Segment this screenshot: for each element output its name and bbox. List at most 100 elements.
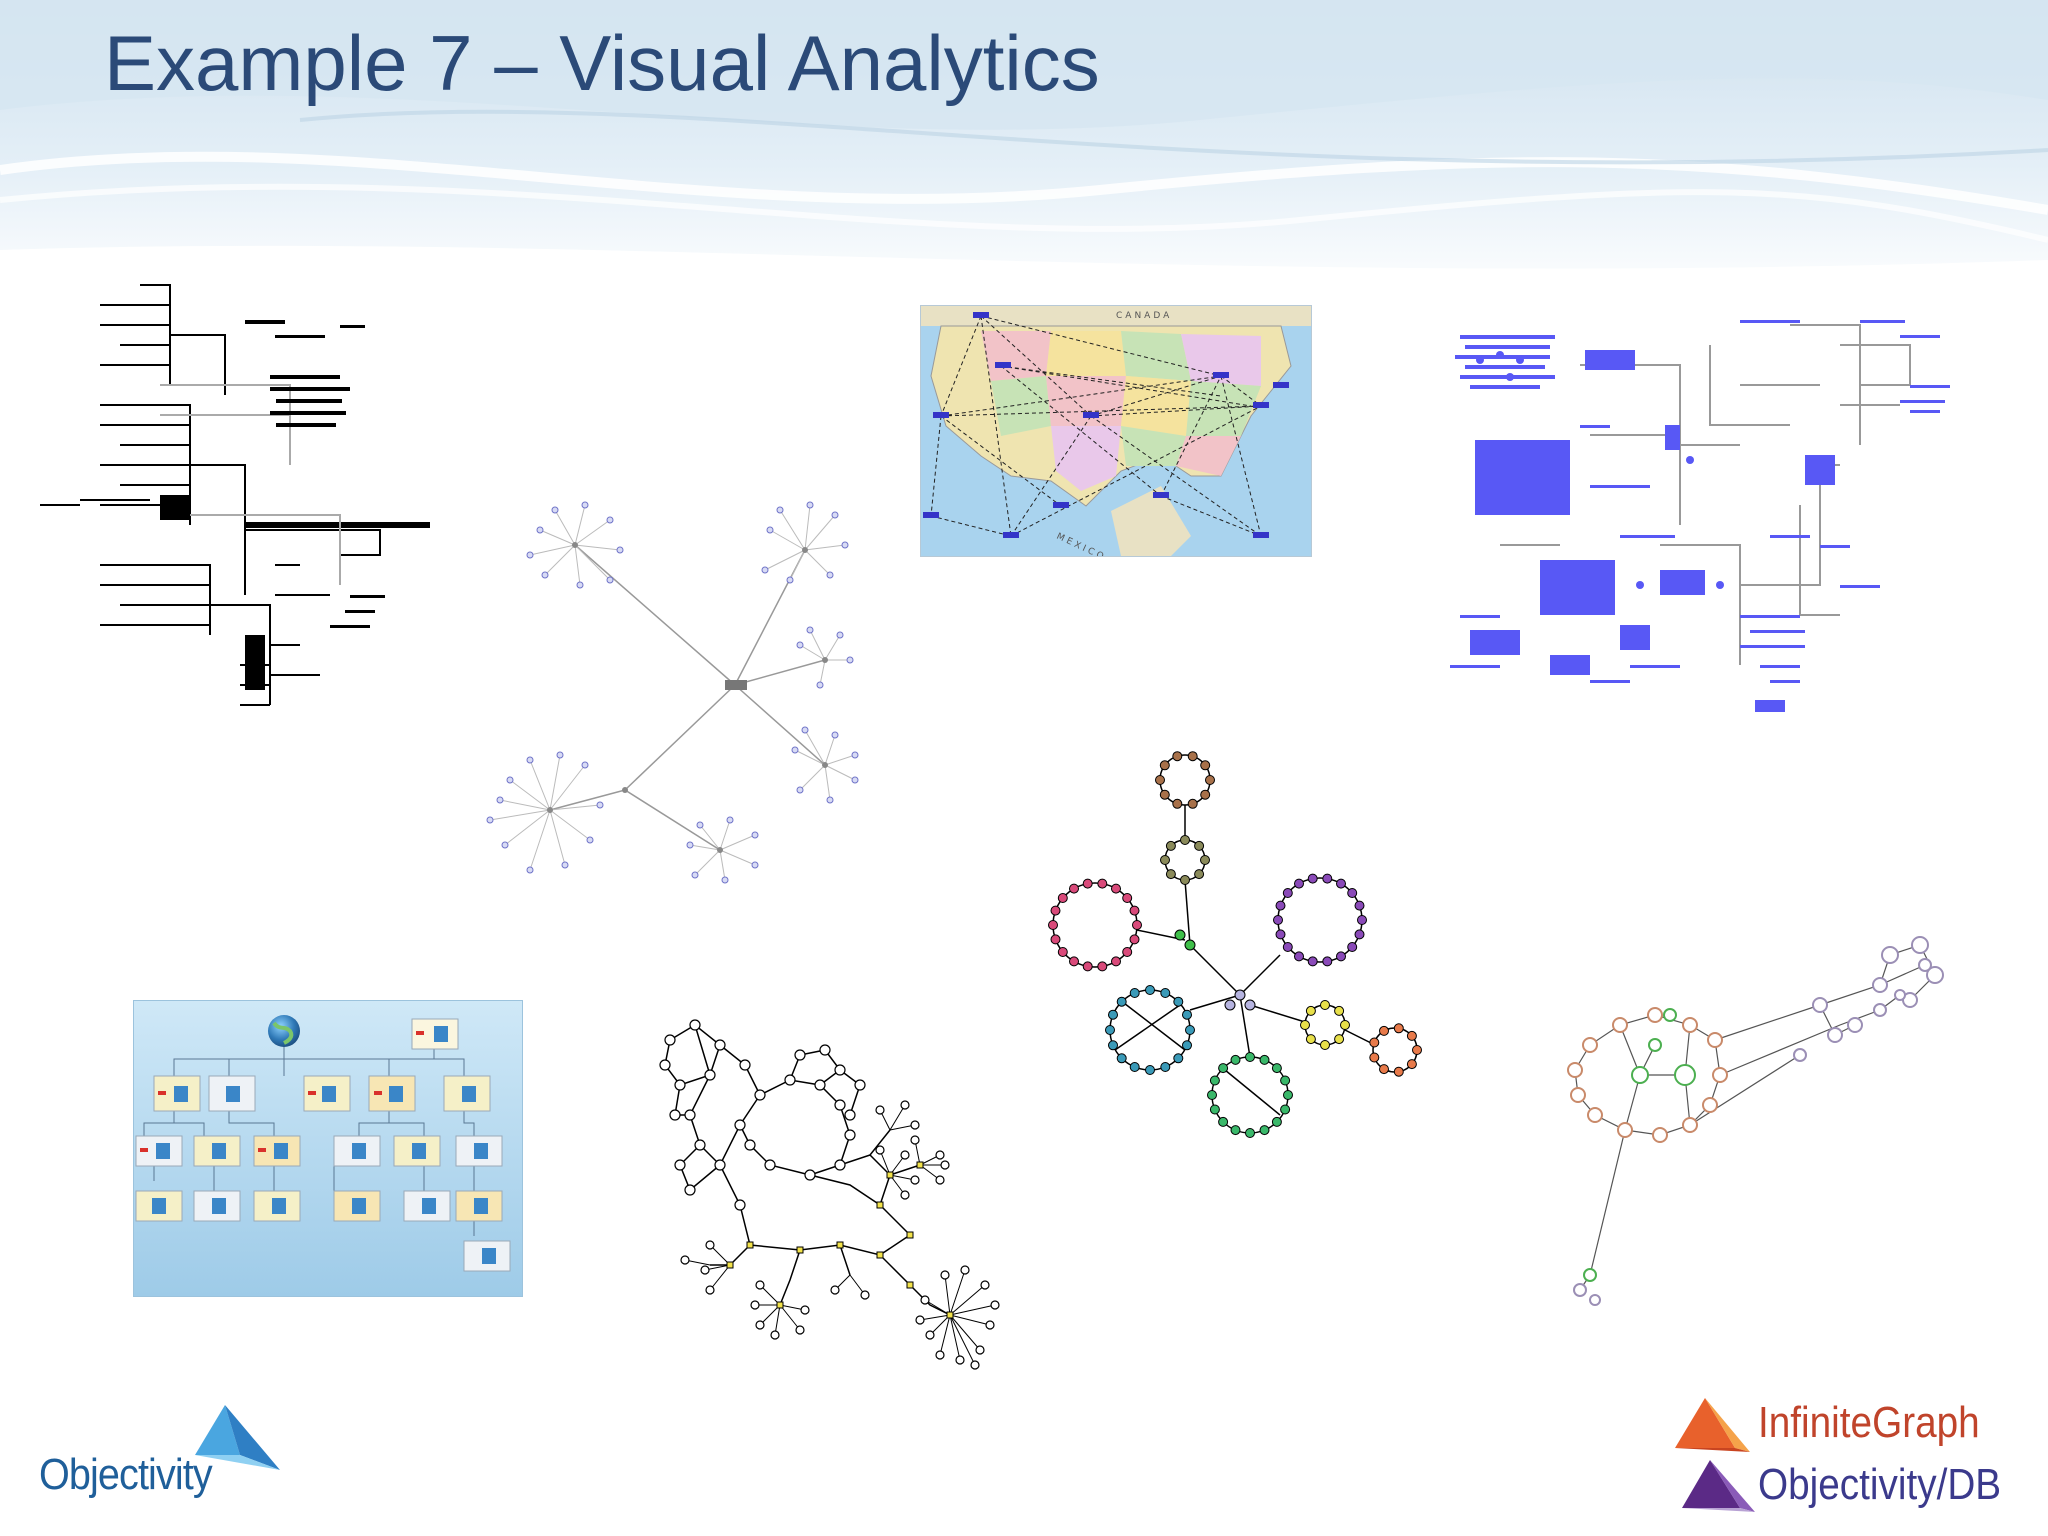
us-map-svg: CANADA MEXICO xyxy=(921,306,1311,556)
ring-node xyxy=(1354,900,1365,911)
ring-node xyxy=(1173,1053,1184,1064)
ring-node xyxy=(1406,1030,1417,1041)
ring-node xyxy=(1340,1020,1350,1030)
ring-node xyxy=(1057,947,1068,957)
ring-node xyxy=(1379,1025,1389,1036)
ring-node xyxy=(1209,1075,1220,1086)
ring-node xyxy=(1209,1104,1220,1115)
ring-node xyxy=(1129,934,1140,945)
ring-node xyxy=(1165,840,1176,851)
ring-node xyxy=(1180,835,1190,845)
ring-node xyxy=(1180,875,1190,885)
ring-node xyxy=(1334,1005,1345,1016)
ring-node xyxy=(1393,1066,1404,1077)
ring-node xyxy=(1412,1045,1422,1055)
ring-node xyxy=(1194,840,1205,851)
ring-node xyxy=(1336,878,1346,889)
ring-node xyxy=(1205,775,1215,785)
ring-node xyxy=(1207,1090,1217,1100)
ring-node xyxy=(1069,956,1079,967)
ring-node xyxy=(1273,915,1283,925)
ring-node xyxy=(1111,883,1121,894)
ring-node xyxy=(1369,1052,1380,1063)
ring-node xyxy=(1159,760,1170,771)
ring-node xyxy=(1048,920,1058,930)
ring-node xyxy=(1305,1034,1316,1045)
ring-node xyxy=(1283,1090,1293,1100)
ring-node xyxy=(1347,942,1358,952)
ring-node xyxy=(1259,1054,1270,1065)
ring-node xyxy=(1282,888,1293,898)
ring-node xyxy=(1200,789,1211,800)
ring-node xyxy=(1300,1020,1310,1030)
ring-node xyxy=(1172,751,1183,762)
ring-node xyxy=(1160,1062,1171,1072)
ring-node xyxy=(1230,1054,1241,1065)
ring-node xyxy=(1320,1040,1330,1050)
ring-node xyxy=(1097,878,1108,889)
ring-node xyxy=(1271,1116,1282,1127)
ring-node xyxy=(1172,798,1183,809)
ring-node xyxy=(1097,961,1108,972)
objectivity-logo: Objectivity xyxy=(35,1400,295,1515)
ring-node xyxy=(1294,878,1304,889)
ring-node xyxy=(1105,1025,1115,1035)
ring-node xyxy=(1334,1034,1345,1045)
ring-node xyxy=(1187,751,1198,762)
ring-node xyxy=(1294,951,1304,962)
ring-node xyxy=(1057,893,1068,903)
ring-node xyxy=(1159,789,1170,800)
ring-node xyxy=(1116,1053,1127,1064)
ring-node xyxy=(1320,1000,1330,1010)
ring-node xyxy=(1307,956,1318,967)
ring-cluster-graph-image xyxy=(1040,750,1440,1150)
slide-title: Example 7 – Visual Analytics xyxy=(104,19,1100,107)
ring-node xyxy=(1347,888,1358,898)
ring-node xyxy=(1259,1125,1270,1136)
ring-node xyxy=(1218,1063,1229,1074)
org-chart-image xyxy=(133,1000,523,1297)
star-network-image xyxy=(470,500,880,900)
ring-node xyxy=(1155,775,1165,785)
ring-node xyxy=(1280,1104,1291,1115)
circle-node-graph-image xyxy=(1550,925,1970,1315)
ring-node xyxy=(1145,985,1155,995)
ring-node xyxy=(1230,1125,1241,1136)
ring-node xyxy=(1182,1040,1192,1051)
ring-node xyxy=(1322,873,1333,884)
ring-node xyxy=(1282,942,1293,952)
ring-node xyxy=(1406,1059,1417,1070)
ring-node xyxy=(1187,798,1198,809)
ring-node xyxy=(1050,934,1061,945)
map-label-canada: CANADA xyxy=(1116,311,1172,321)
star-network-svg xyxy=(486,501,859,884)
infinitegraph-wordmark: InfiniteGraph xyxy=(1758,1398,1980,1447)
ring-node xyxy=(1218,1116,1229,1127)
ring-node xyxy=(1200,760,1211,771)
ring-node xyxy=(1354,929,1365,940)
objectivity-logo-mark xyxy=(195,1405,280,1470)
tree-diagram-image xyxy=(40,265,430,730)
objectivity-wordmark: Objectivity xyxy=(39,1450,213,1499)
ring-node xyxy=(1160,855,1170,865)
ring-node xyxy=(1182,1009,1192,1020)
blue-circuit-svg xyxy=(1450,320,1950,712)
ring-node xyxy=(1129,988,1140,998)
ring-node xyxy=(1379,1064,1389,1075)
ring-node xyxy=(1111,956,1121,967)
brand-triangle-marks xyxy=(1675,1398,1755,1512)
ring-node xyxy=(1275,929,1286,940)
ring-node xyxy=(1185,1025,1195,1035)
black-node-graph-svg xyxy=(659,1019,1000,1370)
ring-node xyxy=(1194,869,1205,880)
ring-node xyxy=(1173,996,1184,1007)
objectivitydb-wordmark: Objectivity/DB xyxy=(1758,1460,2002,1509)
ring-node xyxy=(1160,988,1171,998)
ring-node-markers xyxy=(1048,751,1422,1138)
ring-node xyxy=(1369,1037,1380,1048)
ring-node xyxy=(1108,1009,1118,1020)
ring-node xyxy=(1145,1065,1155,1075)
ring-node xyxy=(1245,1128,1255,1138)
ring-node xyxy=(1082,878,1093,889)
